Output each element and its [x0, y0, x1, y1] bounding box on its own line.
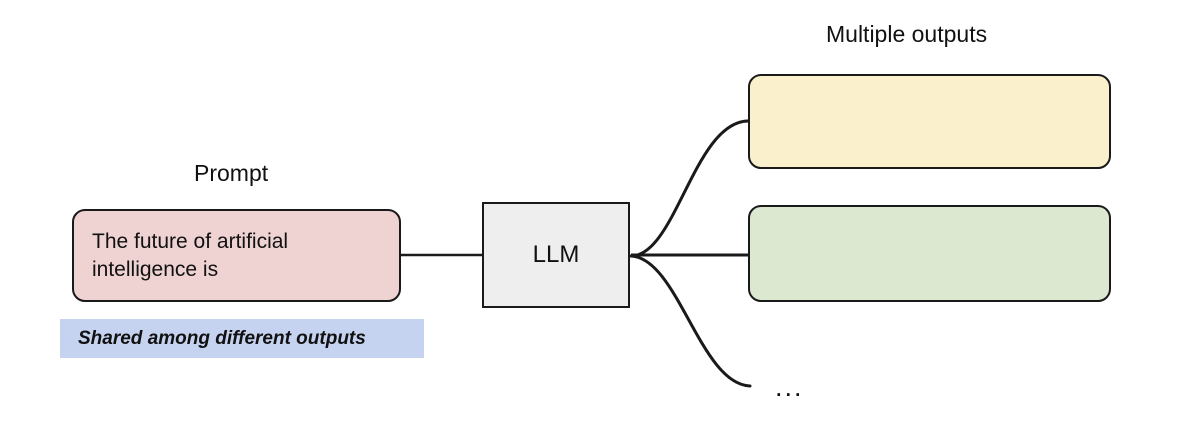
- output-node-2[interactable]: [748, 205, 1111, 302]
- prompt-node[interactable]: The future of artificial intelligence is: [72, 209, 401, 302]
- prompt-caption: Prompt: [194, 160, 269, 186]
- shared-note-text: Shared among different outputs: [78, 327, 366, 349]
- edge-llm-to-ellipsis: [629, 254, 752, 388]
- prompt-node-text: The future of artificial intelligence is: [92, 229, 289, 281]
- outputs-caption: Multiple outputs: [826, 21, 988, 47]
- shared-note-banner: Shared among different outputs: [60, 319, 424, 358]
- llm-node-text: LLM: [532, 241, 580, 269]
- llm-node[interactable]: LLM: [482, 202, 630, 308]
- edge-llm-to-output-1: [629, 119, 750, 258]
- ellipsis-label: ...: [775, 372, 804, 402]
- output-node-1[interactable]: [748, 74, 1111, 169]
